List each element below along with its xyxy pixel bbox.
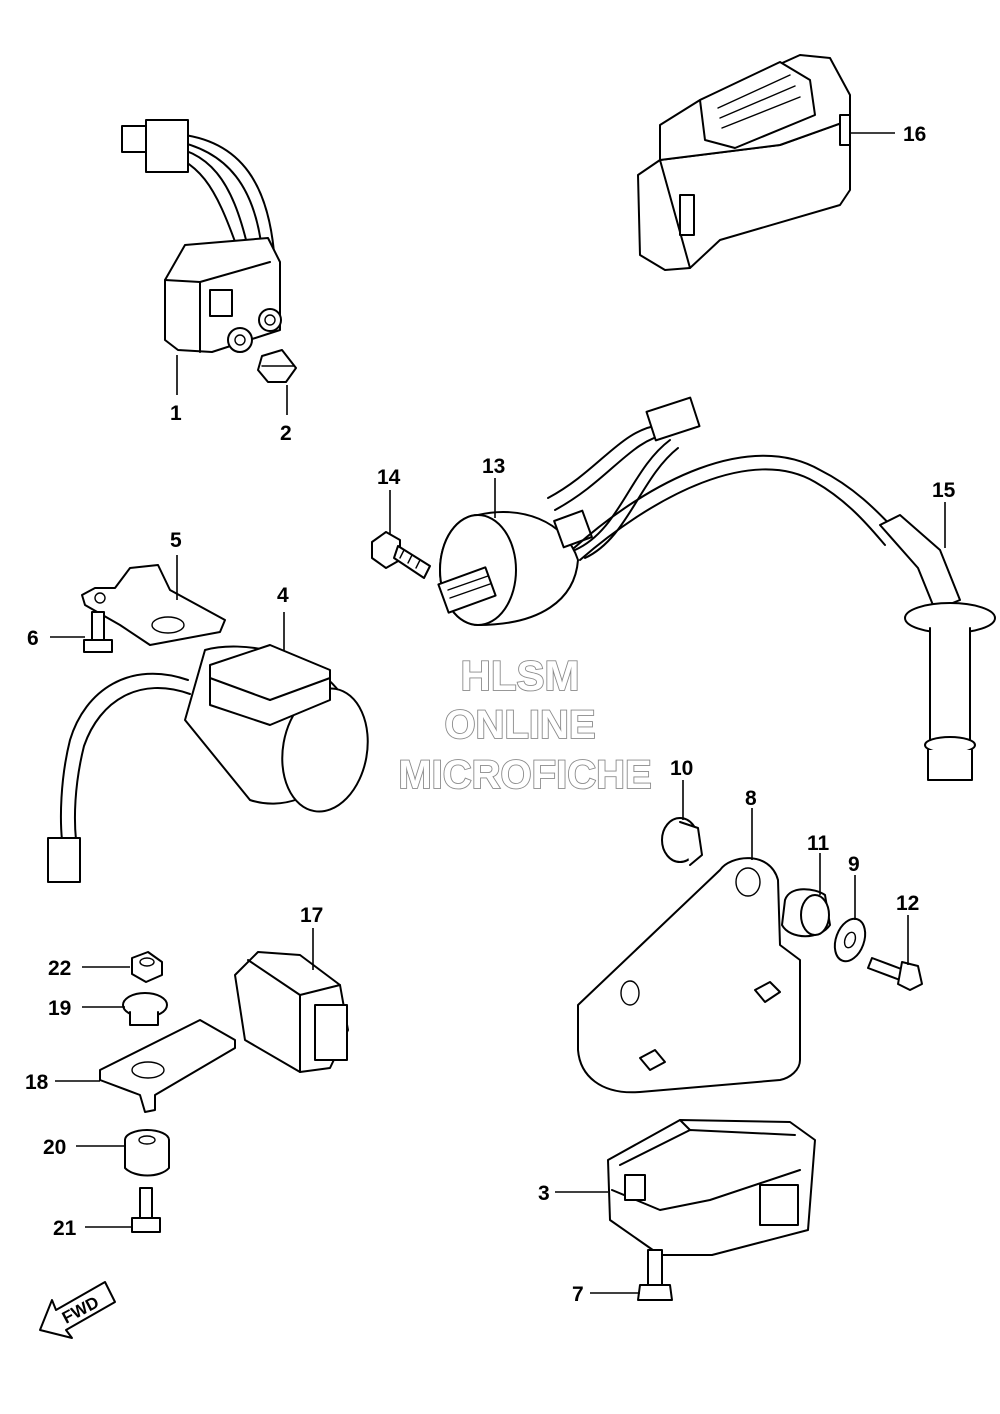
part-bolt-21[interactable] [131,1187,161,1233]
callout-18: 18 [25,1071,49,1094]
leader-lines [50,132,946,1294]
part-connector-17[interactable] [234,951,349,1073]
part-bolt-14[interactable] [371,531,431,579]
callout-2: 2 [280,422,292,445]
callout-6: 6 [27,627,39,650]
part-grommet-20[interactable] [124,1129,170,1177]
part-bolt-7[interactable] [637,1249,673,1301]
callout-8: 8 [745,787,757,810]
watermark-line-2: ONLINE [444,703,595,747]
callout-4: 4 [277,584,289,607]
callout-15: 15 [932,479,956,502]
forward-arrow-icon: FWD [39,1281,116,1339]
callout-13: 13 [482,455,505,478]
callout-17: 17 [300,904,323,927]
callout-numbers: 1 2 3 4 5 6 7 8 9 10 11 12 13 14 15 16 1… [25,123,956,1306]
part-grommet-11[interactable] [781,888,831,938]
callout-9: 9 [848,853,860,876]
part-bolt-6[interactable] [83,611,113,653]
part-collar-19[interactable] [122,992,168,1026]
callout-19: 19 [48,997,71,1020]
part-bolt-12[interactable] [867,957,923,991]
callout-12: 12 [896,892,919,915]
watermark: HLSM ONLINE MICROFICHE [397,651,652,798]
part-collar-10[interactable] [661,817,703,866]
callout-20: 20 [43,1136,66,1159]
part-bracket-5[interactable] [81,564,226,646]
part-regulator-3[interactable] [607,1119,816,1256]
part-ecm-16[interactable] [637,54,851,271]
callout-14: 14 [377,466,401,489]
callout-22: 22 [48,957,71,980]
part-starter-relay[interactable] [121,119,282,353]
callout-7: 7 [572,1283,584,1306]
callout-11: 11 [807,832,830,855]
callout-1: 1 [170,402,182,425]
part-plug-cap-15[interactable] [573,454,996,781]
part-ignition-coil-13[interactable] [437,396,701,626]
callout-3: 3 [538,1182,550,1205]
callout-16: 16 [903,123,926,146]
callout-10: 10 [670,757,693,780]
watermark-line-1: HLSM [461,652,580,699]
part-bracket-18[interactable] [99,1019,236,1113]
part-nut-22[interactable] [131,951,163,983]
watermark-line-3: MICROFICHE [398,753,651,797]
callout-21: 21 [53,1217,77,1240]
part-plate-8[interactable] [577,857,801,1094]
callout-5: 5 [170,529,182,552]
part-washer-9[interactable] [829,915,870,966]
part-cylinder-4[interactable] [47,644,377,883]
part-bolt-2[interactable] [257,349,297,383]
